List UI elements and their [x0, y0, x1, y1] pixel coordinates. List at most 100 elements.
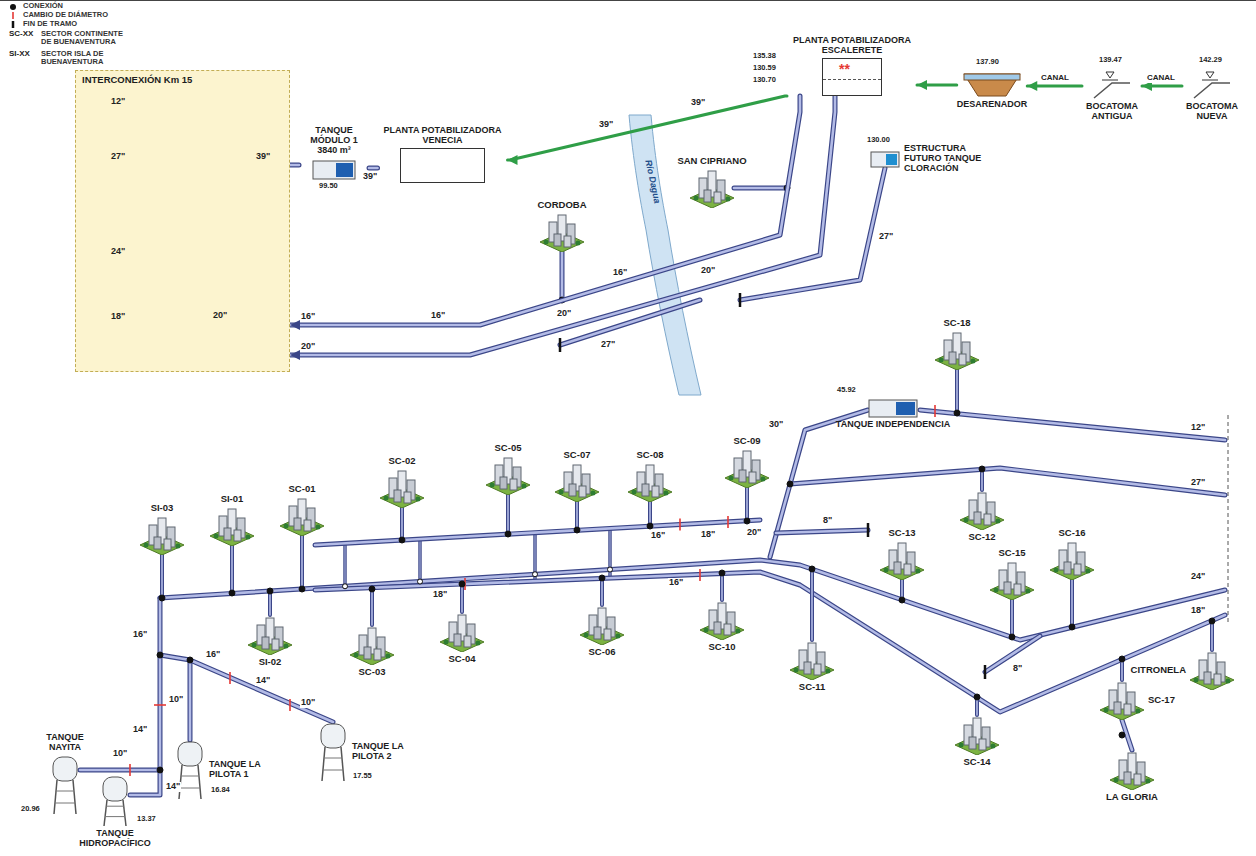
- sector-label: SC-16: [1059, 528, 1086, 538]
- diameter-label: 24": [110, 247, 126, 257]
- pipe-line: [160, 560, 1225, 640]
- boca-icon: [1192, 70, 1232, 100]
- sector-label: LA GLORIA: [1106, 792, 1158, 802]
- pipe-line: [776, 530, 868, 533]
- node-label: DESARENADOR: [957, 100, 1028, 110]
- pipe-line: [80, 769, 160, 772]
- sector-node: SC-10: [700, 600, 744, 652]
- plant-outline: [400, 148, 485, 183]
- pipe-line: [608, 528, 611, 578]
- diameter-label: 12": [110, 97, 126, 107]
- pipe-line: [300, 536, 304, 589]
- junction-dot: [787, 481, 793, 487]
- pipe-line: [1071, 580, 1073, 627]
- sector-node: CORDOBA: [537, 200, 586, 252]
- city-icon: [486, 455, 530, 495]
- junction-dot: [608, 567, 613, 572]
- diameter-label: 14": [165, 782, 181, 792]
- city-icon: [210, 506, 254, 546]
- pipe-line: [301, 536, 303, 589]
- junction-dot: [533, 572, 538, 577]
- region-title: INTERCONEXIÓN Km 15: [76, 71, 289, 89]
- diameter-label: 27": [110, 152, 126, 162]
- sector-node: SC-14: [955, 715, 999, 767]
- junction-dot: [1069, 624, 1075, 630]
- junction-dot: [1119, 732, 1125, 738]
- sector-node: SC-13: [880, 528, 924, 580]
- elevation-label: 139.47: [1098, 56, 1123, 64]
- sector-label: SC-04: [449, 654, 476, 664]
- elevation-label: 130.59: [752, 64, 777, 72]
- junction-dot: [157, 767, 163, 773]
- pipe-line: [720, 573, 724, 600]
- legend-text: CAMBIO DE DIÁMETRO: [22, 11, 109, 19]
- diameter-change: [699, 569, 701, 581]
- boca-icon: [1092, 70, 1132, 100]
- pipe-line: [369, 166, 378, 171]
- diameter-label: 14": [255, 676, 271, 686]
- diameter-label: 27": [1190, 478, 1206, 488]
- sector-node: CITRONELA: [1131, 650, 1234, 690]
- pipe-line: [956, 370, 958, 413]
- pipe-line: [290, 96, 800, 325]
- city-icon: [880, 540, 924, 580]
- tank-icon: [312, 158, 356, 180]
- pipe-line: [460, 584, 464, 612]
- plant-box: PLANTA POTABILIZADORA ESCALERETE: [787, 36, 917, 96]
- diameter-label: 10": [300, 698, 316, 708]
- pipe-line: [290, 96, 835, 355]
- tank-node: TANQUE MÓDULO 1 3840 m³: [299, 126, 369, 180]
- pipe-line: [268, 591, 272, 615]
- junction-dot: [229, 590, 235, 596]
- pipe-line: [1211, 621, 1213, 650]
- diameter-label: 18": [1190, 606, 1206, 616]
- pipe-line: [561, 252, 564, 300]
- junction-dot: [159, 595, 165, 601]
- pipe-line: [343, 543, 346, 588]
- pipe-line: [811, 569, 813, 640]
- diameter-change: [229, 672, 231, 684]
- wt-icon: [318, 722, 348, 782]
- pipe-line: [1011, 600, 1013, 637]
- junction-dot: [299, 586, 305, 592]
- sector-label: SI-03: [151, 503, 174, 513]
- pipe-line: [231, 546, 233, 593]
- node-label: TANQUE LA PILOTA 2: [352, 742, 422, 762]
- pipe-line: [649, 502, 651, 526]
- pipe-line: [920, 410, 1225, 440]
- sector-label: SC-08: [637, 450, 664, 460]
- city-icon: [990, 560, 1034, 600]
- diameter-label: 30": [768, 420, 784, 430]
- sector-label: SC-18: [944, 318, 971, 328]
- city-icon: [280, 496, 324, 536]
- city-icon: [440, 612, 484, 652]
- pipe-line: [315, 572, 1225, 712]
- diameter-label: 8": [1012, 664, 1023, 674]
- sector-label: SC-14: [964, 757, 991, 767]
- sector-node: SC-08: [628, 450, 672, 502]
- pipe-line: [80, 768, 160, 773]
- sector-label: SC-05: [495, 443, 522, 453]
- elevation-label: 20.96: [20, 805, 41, 813]
- diameter-label: 20": [300, 342, 316, 352]
- node-label: BOCATOMA NUEVA: [1182, 102, 1242, 122]
- pipe-line: [507, 495, 509, 534]
- elevated-tank-node: TANQUE HIDROPACÍFICO: [75, 775, 155, 849]
- indep-icon: [868, 398, 918, 418]
- city-icon: [725, 448, 769, 488]
- sector-label: SC-02: [389, 456, 416, 466]
- pipe-line: [418, 539, 421, 586]
- elevation-label: 135.38: [752, 52, 777, 60]
- sector-label: SI-02: [259, 657, 282, 667]
- diameter-label: 24": [1190, 572, 1206, 582]
- junction-dot: [809, 566, 815, 572]
- sector-label: SC-09: [734, 436, 761, 446]
- diameter-label: 18": [700, 530, 716, 540]
- arrow-head: [290, 350, 300, 360]
- pipe-line: [745, 488, 749, 521]
- city-icon: [248, 615, 292, 655]
- sector-node: SC-07: [555, 450, 599, 502]
- city-icon: [960, 490, 1004, 530]
- sector-label: SC-06: [589, 647, 616, 657]
